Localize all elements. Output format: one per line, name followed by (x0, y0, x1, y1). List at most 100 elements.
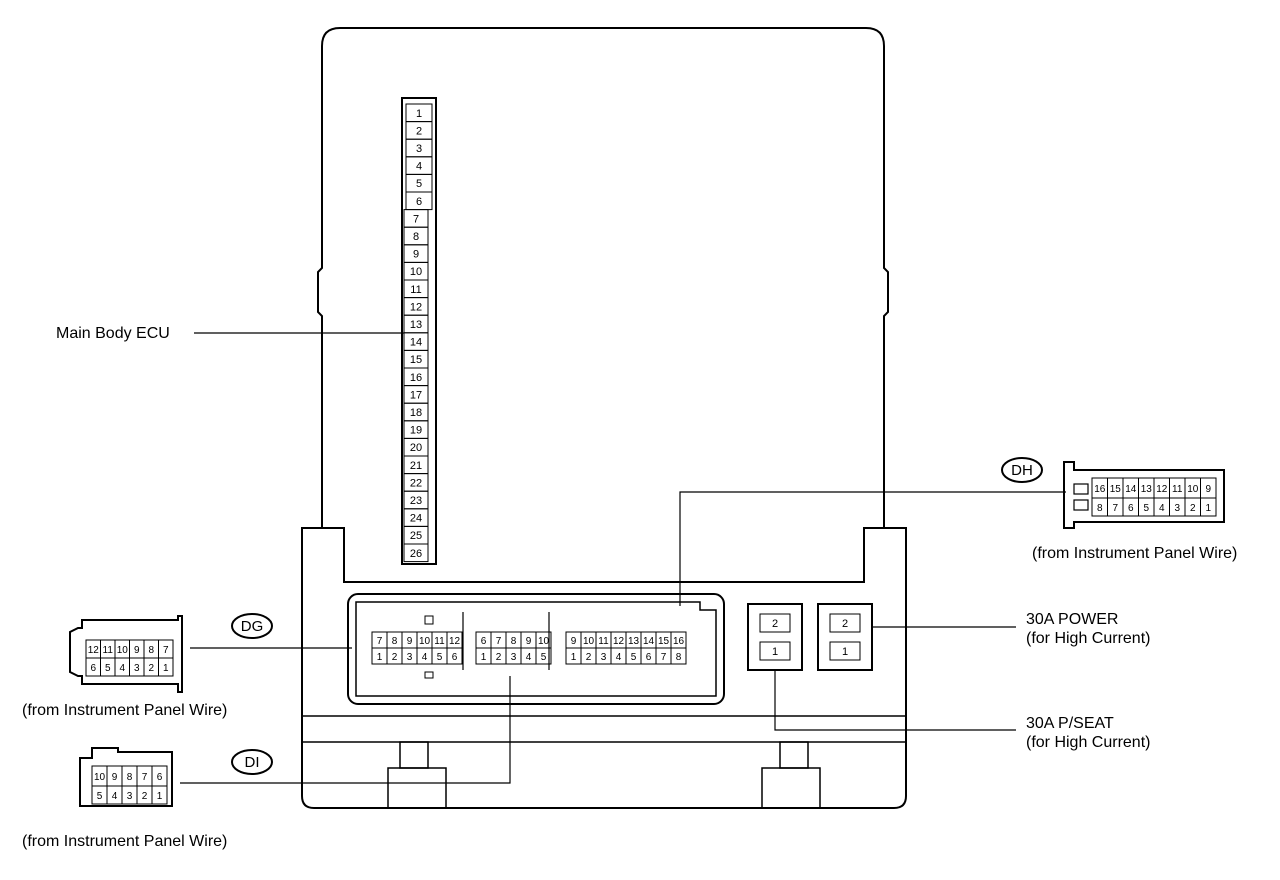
label-di-from: (from Instrument Panel Wire) (22, 833, 228, 850)
connector-b-pin-number: 9 (526, 636, 532, 647)
ecu-pin-cell (403, 543, 429, 563)
ecu-pin-number: 11 (410, 284, 421, 296)
connector-c-pin-number: 6 (646, 652, 652, 663)
plug-dh-pin-number: 6 (1128, 503, 1134, 514)
connector-housing (347, 593, 725, 705)
code-dg: DG (241, 618, 264, 635)
connector-b-pin-number: 3 (511, 652, 517, 663)
connector-c-pin-number: 16 (673, 636, 685, 647)
label-30a-power-sub: (for High Current) (1026, 630, 1151, 647)
ecu-pin-number: 22 (410, 477, 422, 489)
ecu-pin-number: 7 (413, 213, 419, 225)
ecu-pin-number: 23 (410, 495, 422, 507)
connector-b-pin-number: 1 (481, 652, 487, 663)
connector-c-pin-number: 3 (601, 652, 607, 663)
plug-di-pin-number: 6 (157, 772, 163, 783)
plug-dh-pin-number: 4 (1159, 503, 1165, 514)
label-dg-from: (from Instrument Panel Wire) (22, 702, 228, 719)
fuse-left-terminal-cell (759, 613, 791, 633)
ecu-pin-number: 24 (410, 513, 422, 525)
plug-di-pin-number: 8 (127, 772, 133, 783)
plug-dh-pin-number: 16 (1094, 484, 1106, 495)
ecu-pin-number: 5 (416, 178, 422, 190)
plug-dg-pin-number: 12 (88, 645, 100, 656)
ecu-pin-number: 21 (410, 460, 422, 472)
ecu-pin-number: 4 (416, 161, 422, 173)
ecu-pin-number: 6 (416, 196, 422, 208)
label-dh-from: (from Instrument Panel Wire) (1032, 545, 1238, 562)
connector-c-pin-number: 4 (616, 652, 622, 663)
plug-dg-pin-cell (158, 657, 174, 677)
connector-c-pin-number: 5 (631, 652, 637, 663)
plug-di-pin-number: 2 (142, 791, 148, 802)
connector-c-pin-number: 2 (586, 652, 592, 663)
connector-a-pin-number: 9 (407, 636, 413, 647)
plug-dg-pin-number: 11 (103, 645, 114, 656)
connector-a-pin-number: 7 (377, 636, 383, 647)
connector-c-pin-number: 10 (583, 636, 595, 647)
ecu-pin-number: 12 (410, 301, 422, 313)
connector-b-pin-number: 5 (541, 652, 547, 663)
plug-di-pin-number: 1 (157, 791, 163, 802)
base-foot (761, 767, 821, 809)
code-dh: DH (1011, 462, 1033, 479)
plug-di-pin-cell (151, 785, 168, 805)
base-foot (387, 767, 447, 809)
base-tab (779, 741, 809, 769)
ecu-pin-number: 2 (416, 125, 422, 137)
plug-dg-body (69, 615, 183, 693)
plug-dh-latch (1073, 499, 1089, 511)
ecu-pin-strip (401, 97, 437, 565)
ecu-pin-number: 8 (413, 231, 419, 243)
plug-dh-pin-number: 3 (1174, 503, 1180, 514)
connector-b-pin-number: 10 (538, 636, 550, 647)
ecu-pin-number: 18 (410, 407, 422, 419)
connector-a-pin-number: 1 (377, 652, 383, 663)
plug-dh-pin-number: 11 (1172, 484, 1183, 495)
fuse-housing-right (817, 603, 873, 671)
ecu-pin-number: 15 (410, 354, 422, 366)
fuse-right-terminal-cell (829, 641, 861, 661)
code-di: DI (245, 754, 260, 771)
leader-pseat (774, 670, 1016, 731)
connector-a-pin-number: 5 (437, 652, 443, 663)
plug-dh-pin-number: 13 (1141, 484, 1153, 495)
connector-c-pin-number: 15 (658, 636, 670, 647)
connector-a-pin-number: 4 (422, 652, 428, 663)
plug-dh-pin-number: 7 (1112, 503, 1118, 514)
ecu-pin-number: 25 (410, 530, 422, 542)
base-tab (399, 741, 429, 769)
connector-a-pin-number: 10 (419, 636, 431, 647)
connector-b-pin-cell (535, 647, 552, 665)
plug-dh-pin-number: 1 (1205, 503, 1211, 514)
connector-c-pin-number: 8 (676, 652, 682, 663)
plug-di-pin-number: 5 (97, 791, 103, 802)
plug-dh-pin-number: 15 (1110, 484, 1122, 495)
connector-a-pin-number: 12 (449, 636, 461, 647)
connector-key (424, 671, 434, 679)
plug-dh-pin-number: 10 (1187, 484, 1199, 495)
plug-dg-pin-number: 6 (90, 663, 96, 674)
code-circle-dg (231, 613, 273, 639)
plug-dg-pin-number: 8 (148, 645, 154, 656)
label-main-body-ecu: Main Body ECU (56, 325, 170, 342)
connector-key (424, 615, 434, 625)
plug-dh-pin-number: 12 (1156, 484, 1168, 495)
ecu-pin-number: 20 (410, 442, 422, 454)
connector-b-pin-number: 6 (481, 636, 487, 647)
plug-di-pin-number: 3 (127, 791, 133, 802)
connector-c-pin-number: 14 (643, 636, 655, 647)
connector-a-pin-number: 11 (434, 636, 445, 647)
connector-b-pin-number: 2 (496, 652, 502, 663)
ecu-pin-number: 19 (410, 425, 422, 437)
label-30a-power: 30A POWER (1026, 611, 1119, 628)
connector-a-pin-number: 6 (452, 652, 458, 663)
fuse-left-terminal-number: 1 (772, 646, 778, 658)
connector-c-pin-number: 12 (613, 636, 625, 647)
connector-c-pin-cell (670, 647, 687, 665)
connector-c-pin-number: 7 (661, 652, 667, 663)
plug-dh-pin-number: 5 (1143, 503, 1149, 514)
label-30a-pseat: 30A P/SEAT (1026, 715, 1114, 732)
lower-base (301, 527, 907, 809)
plug-dh-pin-number: 2 (1190, 503, 1196, 514)
